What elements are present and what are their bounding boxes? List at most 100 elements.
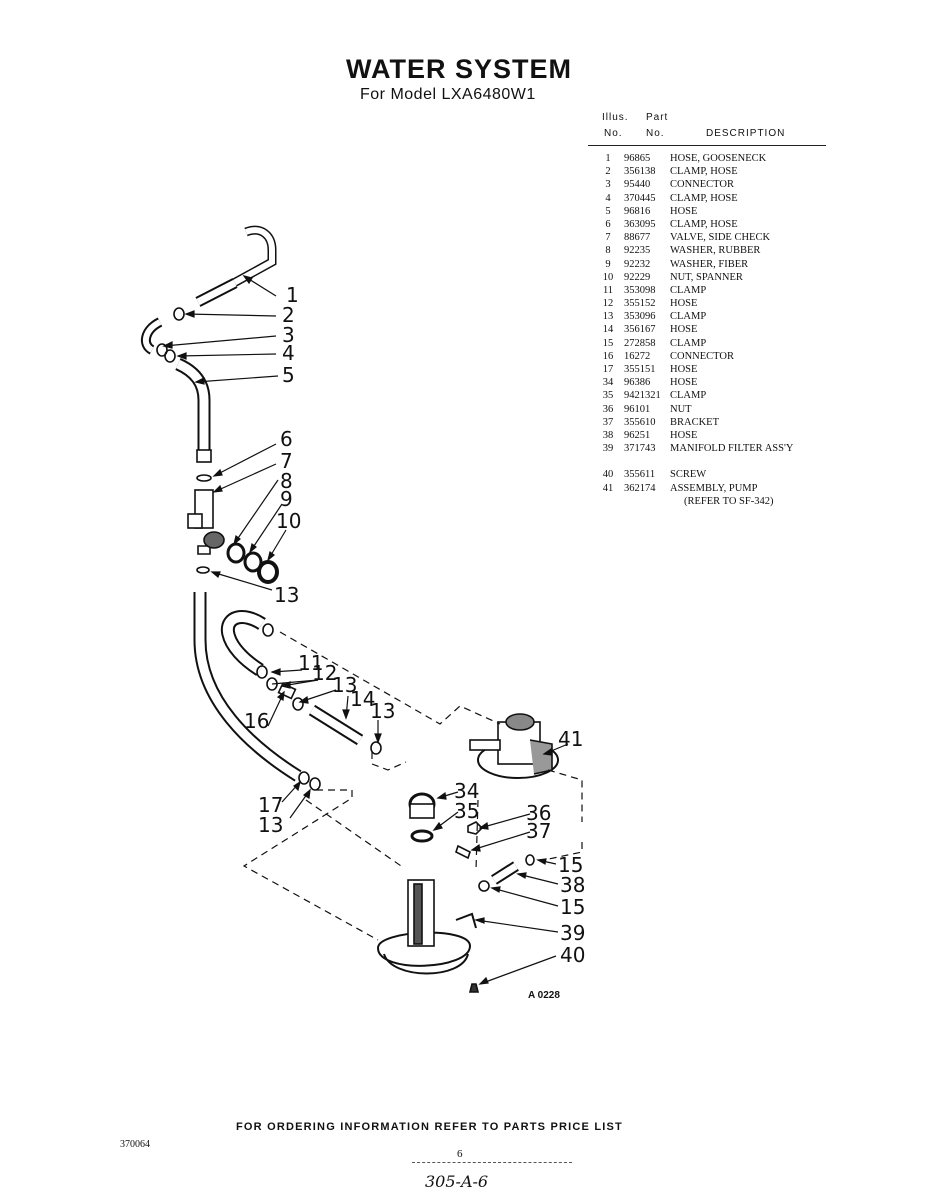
callout-12: 12 (312, 661, 337, 685)
part-row: 4 370445 CLAMP, HOSE (596, 192, 836, 205)
callout-37: 37 (526, 819, 551, 843)
part-description: MANIFOLD FILTER ASS'Y (670, 443, 794, 455)
part-description: CLAMP, HOSE (670, 218, 738, 230)
part-illus-no: 10 (602, 271, 614, 283)
page-title: WATER SYSTEM (346, 54, 573, 84)
part-number: 355151 (624, 364, 656, 375)
part-description: CONNECTOR (670, 179, 734, 191)
part-number: 96865 (624, 153, 651, 164)
part-number: 88677 (624, 232, 651, 244)
part-description: WASHER, FIBER (670, 258, 749, 270)
part-illus-no: 6 (605, 218, 611, 230)
part-number: 92229 (624, 271, 651, 283)
handwritten-note: 305-A-6 (425, 1172, 489, 1191)
part-number: 362174 (624, 482, 656, 494)
part-illus-no: 15 (602, 337, 614, 349)
part-number: 371743 (624, 443, 656, 455)
part-description: HOSE (670, 298, 698, 310)
header-part-no: No. (646, 128, 665, 139)
part-description: CONNECTOR (670, 350, 734, 362)
part-description: HOSE (670, 324, 698, 336)
part-description: CLAMP, HOSE (670, 166, 738, 178)
part-description: NUT (670, 403, 692, 415)
manifold-filter-part (376, 931, 472, 967)
callout-35: 35 (454, 799, 479, 823)
part-description: CLAMP, HOSE (670, 192, 738, 204)
part-description: CLAMP (670, 284, 707, 296)
part-description: HOSE (670, 205, 698, 217)
callout-4: 4 (282, 341, 295, 365)
part-illus-no: 34 (602, 377, 614, 389)
part-number: 363095 (624, 218, 656, 230)
page-number: 6 (457, 1148, 463, 1160)
part-illus-no: 7 (605, 232, 611, 244)
page-rule (412, 1162, 572, 1164)
callout-17: 17 (258, 793, 283, 817)
callout-8: 8 (280, 469, 293, 493)
callout-10: 10 (276, 509, 301, 533)
part-illus-no: 13 (602, 311, 614, 323)
part-description: BRACKET (670, 416, 720, 428)
callout-13d: 13 (258, 813, 283, 837)
part-description: HOSE (670, 429, 698, 441)
part-illus-no: 2 (605, 166, 611, 178)
callout-14: 14 (350, 687, 375, 711)
part-row-note: (REFER TO SF-342) (684, 495, 774, 507)
part-illus-no: 37 (602, 416, 614, 428)
part-number: 272858 (624, 337, 656, 349)
part-description: VALVE, SIDE CHECK (670, 232, 771, 244)
callout-3: 3 (282, 323, 295, 347)
part-number: 96816 (624, 205, 651, 217)
callout-2: 2 (282, 303, 295, 327)
header-rule (588, 145, 826, 146)
part-number: 353098 (624, 284, 656, 296)
callout-13a: 13 (274, 583, 299, 607)
part-illus-no: 1 (605, 153, 611, 164)
callout-9: 9 (280, 487, 293, 511)
callout-13c: 13 (370, 699, 395, 723)
part-illus-no: 14 (602, 324, 614, 336)
spanner-nut (257, 560, 279, 584)
pump-assembly-part (469, 713, 559, 779)
part-illus-no: 9 (605, 258, 611, 270)
part-number: 355152 (624, 298, 656, 310)
part-description: HOSE (670, 377, 698, 389)
part-number: 96251 (624, 429, 651, 441)
part-description: SCREW (670, 469, 707, 481)
callout-5: 5 (282, 363, 295, 387)
callout-6: 6 (280, 427, 293, 451)
part-description: ASSEMBLY, PUMP (670, 482, 758, 494)
part-number: 370445 (624, 192, 656, 204)
part-number: 96386 (624, 377, 651, 389)
part-number: 356167 (624, 324, 656, 336)
part-description: HOSE (670, 364, 698, 375)
part-illus-no: 41 (602, 482, 614, 494)
part-illus-no: 4 (605, 192, 611, 204)
callout-1: 1 (286, 283, 299, 307)
part-description: NUT, SPANNER (670, 271, 743, 283)
part-number: 9421321 (624, 390, 661, 402)
clamp-ring (173, 307, 185, 321)
part-description: CLAMP (670, 390, 707, 402)
model-subtitle: For Model LXA6480W1 (360, 86, 536, 103)
part-description: WASHER, RUBBER (670, 245, 761, 257)
part-illus-no: 17 (602, 364, 614, 375)
header-part: Part (646, 112, 669, 123)
part-illus-no: 40 (602, 469, 614, 481)
part-number: 92235 (624, 245, 651, 257)
art-code: A 0228 (528, 990, 560, 1001)
callout-39: 39 (560, 921, 585, 945)
